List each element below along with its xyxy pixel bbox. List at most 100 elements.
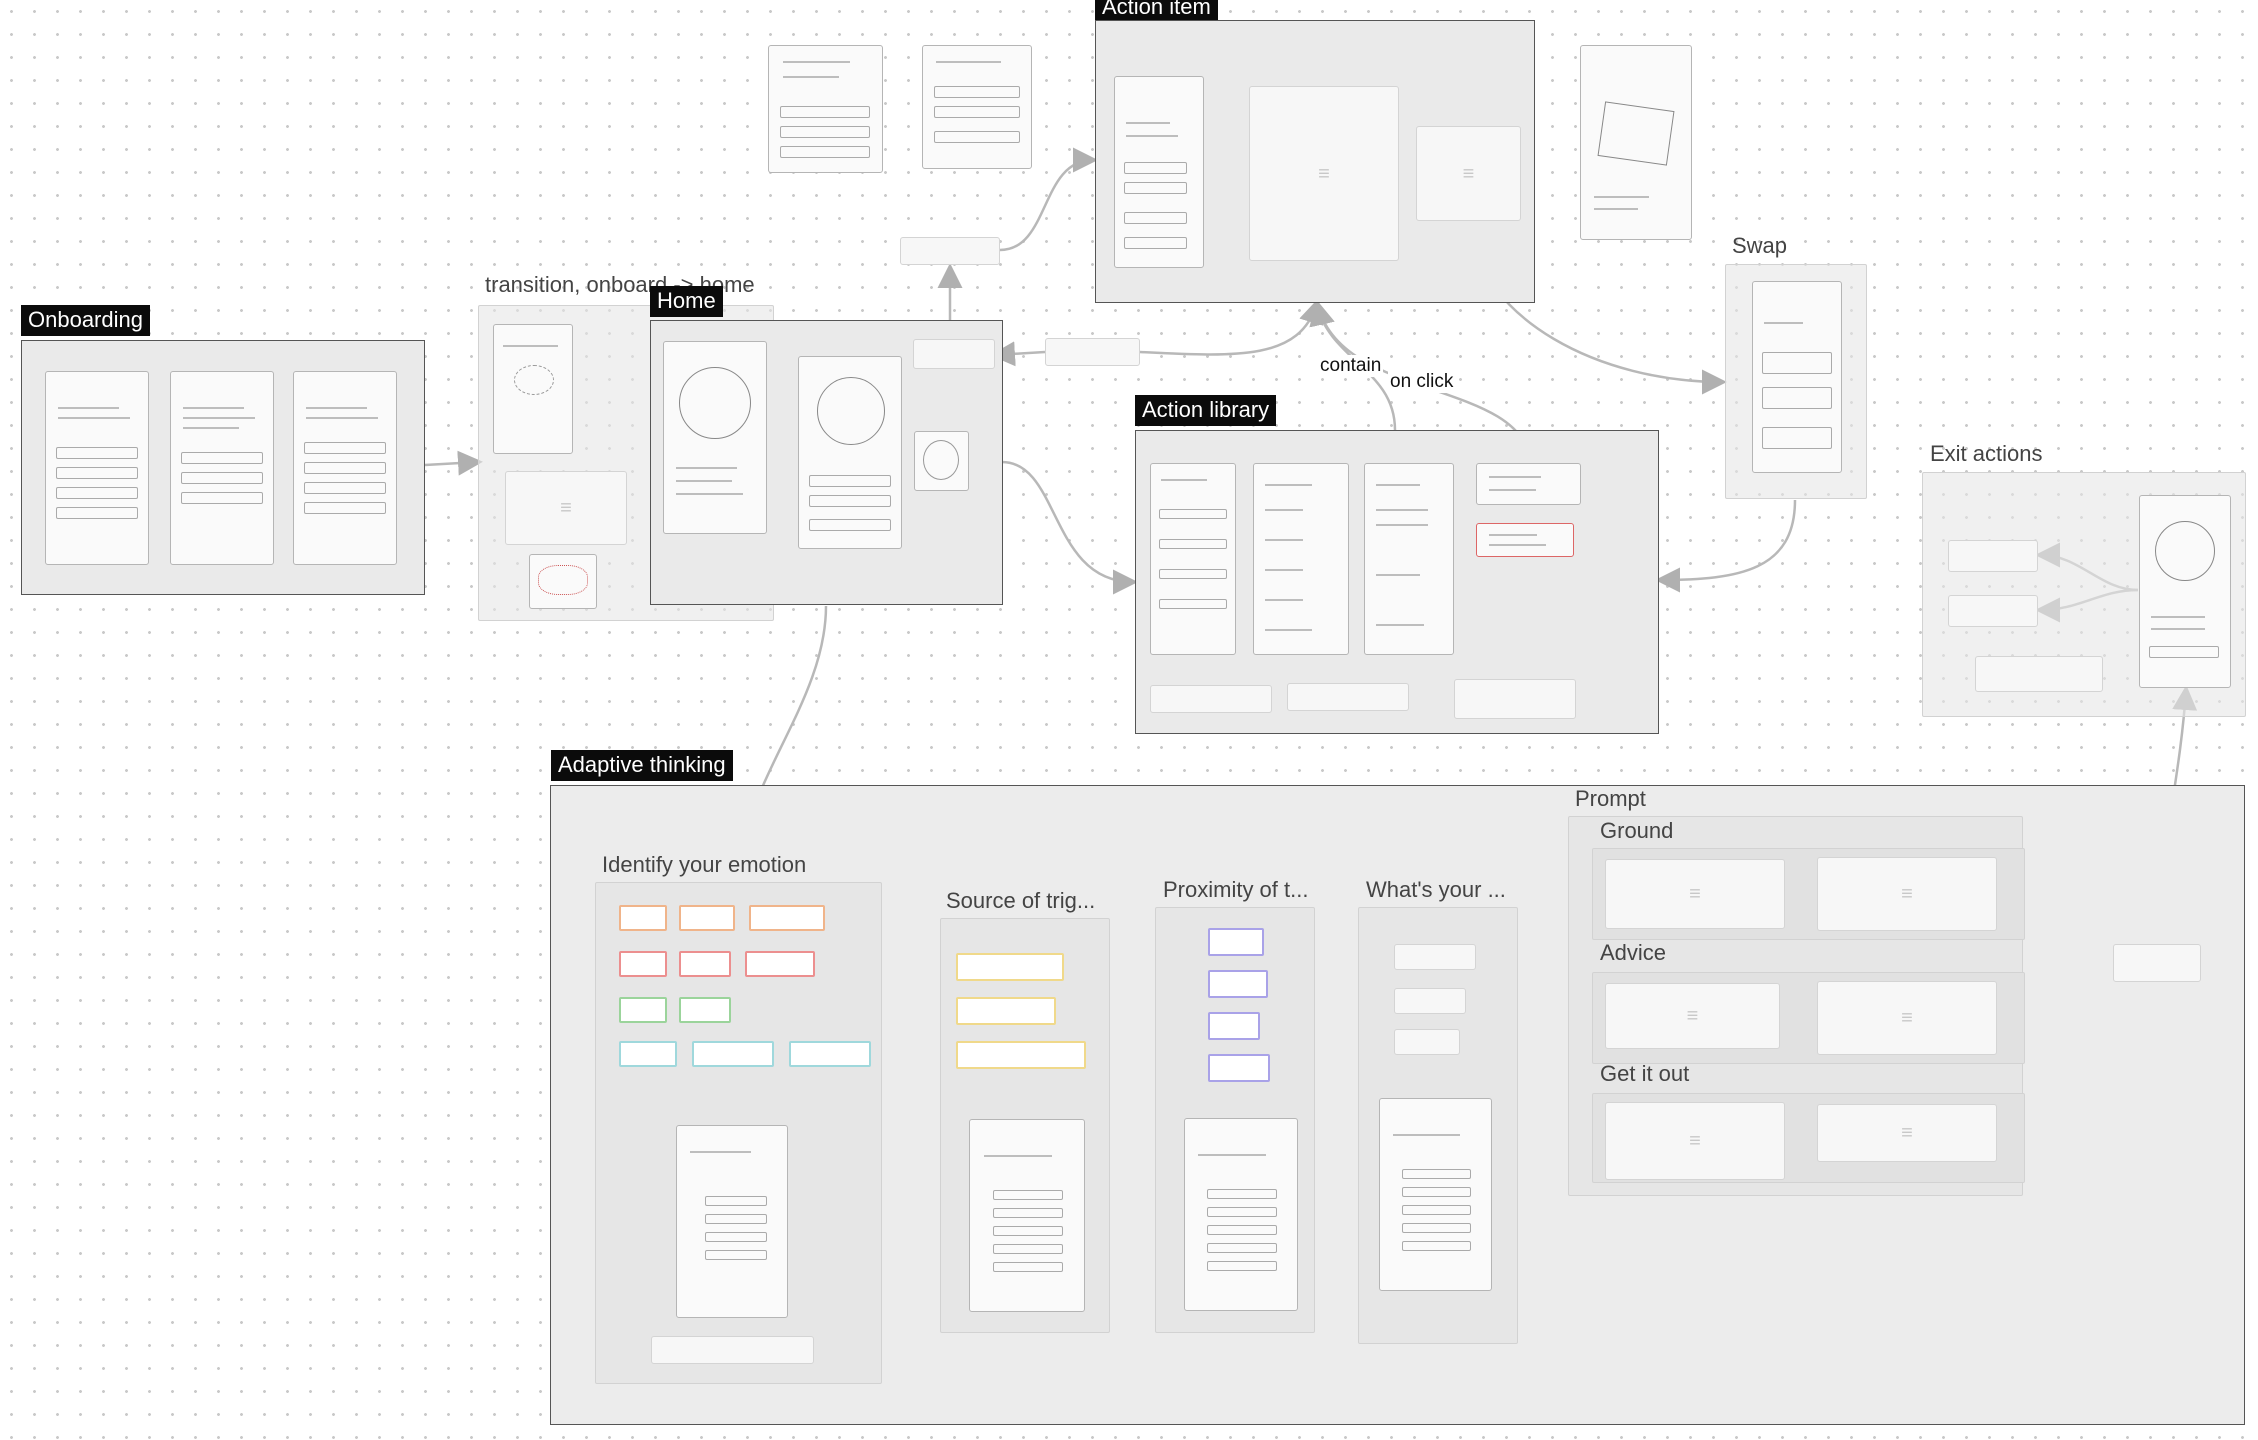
home-sketch-1[interactable] bbox=[663, 341, 767, 534]
text-lines-icon: ≡ bbox=[1686, 1005, 1699, 1027]
frame-label-home[interactable]: Home bbox=[650, 286, 723, 317]
arrow-contain bbox=[1139, 298, 1324, 356]
whats-sketch[interactable] bbox=[1379, 1098, 1492, 1291]
swap-sketch[interactable] bbox=[1752, 281, 1842, 473]
text-lines-icon: ≡ bbox=[560, 497, 572, 519]
transition-placeholder[interactable]: ≡ bbox=[505, 471, 627, 545]
arrow-placeholder-to-actionitem bbox=[999, 147, 1098, 252]
library-placeholder-2[interactable] bbox=[1287, 683, 1409, 711]
frame-onboarding[interactable] bbox=[21, 340, 425, 595]
frame-action-item[interactable]: ≡ ≡ bbox=[1095, 20, 1535, 303]
exit-placeholder-3[interactable] bbox=[1975, 656, 2103, 692]
section-advice[interactable]: ≡ ≡ bbox=[1592, 972, 2025, 1064]
placeholder-right-of-home[interactable] bbox=[1045, 338, 1140, 366]
section-swap[interactable] bbox=[1725, 264, 1867, 499]
arrow-home-to-library bbox=[1001, 460, 1138, 595]
home-sketch-2[interactable] bbox=[798, 356, 902, 549]
transition-doodle[interactable] bbox=[529, 554, 597, 609]
whats-placeholder-1[interactable] bbox=[1394, 944, 1476, 970]
advice-placeholder-1[interactable]: ≡ bbox=[1605, 983, 1780, 1049]
home-doodle[interactable] bbox=[914, 431, 969, 491]
emotion-placeholder[interactable] bbox=[651, 1336, 814, 1364]
section-identify-emotion[interactable] bbox=[595, 882, 882, 1384]
emotion-sticky-red-2[interactable] bbox=[679, 951, 731, 977]
proximity-sketch[interactable] bbox=[1184, 1118, 1298, 1311]
text-lines-icon: ≡ bbox=[1901, 883, 1913, 905]
home-placeholder-button[interactable] bbox=[913, 339, 995, 369]
source-sticky-3[interactable] bbox=[956, 1041, 1086, 1069]
proximity-sticky-3[interactable] bbox=[1208, 1012, 1260, 1040]
prompt-output-placeholder[interactable] bbox=[2113, 944, 2201, 982]
ground-placeholder-2[interactable]: ≡ bbox=[1817, 857, 1997, 931]
frame-label-action-library[interactable]: Action library bbox=[1135, 395, 1277, 426]
top-sketch-2[interactable] bbox=[922, 45, 1032, 169]
emotion-sticky-teal-3[interactable] bbox=[789, 1041, 871, 1067]
whats-placeholder-2[interactable] bbox=[1394, 988, 1466, 1014]
whats-placeholder-3[interactable] bbox=[1394, 1029, 1460, 1055]
advice-placeholder-2[interactable]: ≡ bbox=[1817, 981, 1997, 1055]
top-sketch-1[interactable] bbox=[768, 45, 883, 173]
emotion-sticky-teal-2[interactable] bbox=[692, 1041, 774, 1067]
frame-label-adaptive-thinking[interactable]: Adaptive thinking bbox=[551, 750, 733, 781]
section-proximity[interactable] bbox=[1155, 907, 1315, 1333]
section-title-prompt: Prompt bbox=[1575, 786, 1646, 811]
section-whats-your[interactable] bbox=[1358, 907, 1518, 1344]
text-lines-icon: ≡ bbox=[1689, 1130, 1701, 1152]
library-sketch-3[interactable] bbox=[1364, 463, 1454, 655]
top-sketch-3[interactable] bbox=[1580, 45, 1692, 240]
emotion-sticky-green-2[interactable] bbox=[679, 997, 731, 1023]
placeholder-above-home[interactable] bbox=[900, 237, 1000, 265]
section-title-proximity: Proximity of t... bbox=[1163, 877, 1309, 902]
exit-sketch[interactable] bbox=[2139, 495, 2231, 688]
onboarding-sketch-2[interactable] bbox=[170, 371, 274, 565]
emotion-sticky-green-1[interactable] bbox=[619, 997, 667, 1023]
onboarding-sketch-1[interactable] bbox=[45, 371, 149, 565]
action-item-placeholder-large[interactable]: ≡ bbox=[1249, 86, 1399, 261]
source-sketch[interactable] bbox=[969, 1119, 1085, 1312]
emotion-sticky-teal-1[interactable] bbox=[619, 1041, 677, 1067]
emotion-sketch[interactable] bbox=[676, 1125, 788, 1318]
section-ground[interactable]: ≡ ≡ bbox=[1592, 848, 2025, 940]
text-lines-icon: ≡ bbox=[1689, 883, 1701, 905]
library-sketch-2[interactable] bbox=[1253, 463, 1349, 655]
frame-action-library[interactable] bbox=[1135, 430, 1659, 734]
emotion-sticky-red-3[interactable] bbox=[745, 951, 815, 977]
exit-placeholder-1[interactable] bbox=[1948, 540, 2038, 572]
section-title-identify-emotion: Identify your emotion bbox=[602, 852, 807, 877]
getitout-placeholder-2[interactable]: ≡ bbox=[1817, 1104, 1997, 1162]
library-sketch-card-2[interactable] bbox=[1476, 523, 1574, 557]
frame-label-onboarding[interactable]: Onboarding bbox=[21, 305, 150, 336]
section-title-exit-actions: Exit actions bbox=[1930, 441, 2043, 466]
frame-home[interactable] bbox=[650, 320, 1003, 605]
connector-label-on-click: on click bbox=[1388, 371, 1456, 393]
emotion-sticky-orange-2[interactable] bbox=[679, 905, 735, 931]
library-sketch-card-1[interactable] bbox=[1476, 463, 1581, 505]
library-placeholder-1[interactable] bbox=[1150, 685, 1272, 713]
library-placeholder-3[interactable] bbox=[1454, 679, 1576, 719]
source-sticky-1[interactable] bbox=[956, 953, 1064, 981]
frame-label-action-item[interactable]: Action item bbox=[1095, 0, 1218, 23]
action-item-sketch[interactable] bbox=[1114, 76, 1204, 268]
source-sticky-2[interactable] bbox=[956, 997, 1056, 1025]
getitout-placeholder-1[interactable]: ≡ bbox=[1605, 1102, 1785, 1180]
section-title-source-trigger: Source of trig... bbox=[946, 888, 1096, 913]
section-source-trigger[interactable] bbox=[940, 918, 1110, 1333]
emotion-sticky-red-1[interactable] bbox=[619, 951, 667, 977]
section-get-it-out[interactable]: ≡ ≡ bbox=[1592, 1093, 2025, 1183]
section-title-swap: Swap bbox=[1732, 233, 1788, 258]
proximity-sticky-2[interactable] bbox=[1208, 970, 1268, 998]
library-sketch-1[interactable] bbox=[1150, 463, 1236, 655]
proximity-sticky-4[interactable] bbox=[1208, 1054, 1270, 1082]
action-item-placeholder-small[interactable]: ≡ bbox=[1416, 126, 1521, 221]
connector-label-contain: contain bbox=[1318, 355, 1384, 377]
emotion-sticky-orange-1[interactable] bbox=[619, 905, 667, 931]
proximity-sticky-1[interactable] bbox=[1208, 928, 1264, 956]
text-lines-icon: ≡ bbox=[1901, 1122, 1913, 1144]
arrow-swap-to-library bbox=[1655, 499, 1797, 593]
onboarding-sketch-3[interactable] bbox=[293, 371, 397, 565]
exit-placeholder-2[interactable] bbox=[1948, 595, 2038, 627]
ground-placeholder-1[interactable]: ≡ bbox=[1605, 859, 1785, 929]
transition-sketch[interactable] bbox=[493, 324, 573, 454]
emotion-sticky-orange-3[interactable] bbox=[749, 905, 825, 931]
section-exit-actions[interactable] bbox=[1922, 472, 2246, 717]
